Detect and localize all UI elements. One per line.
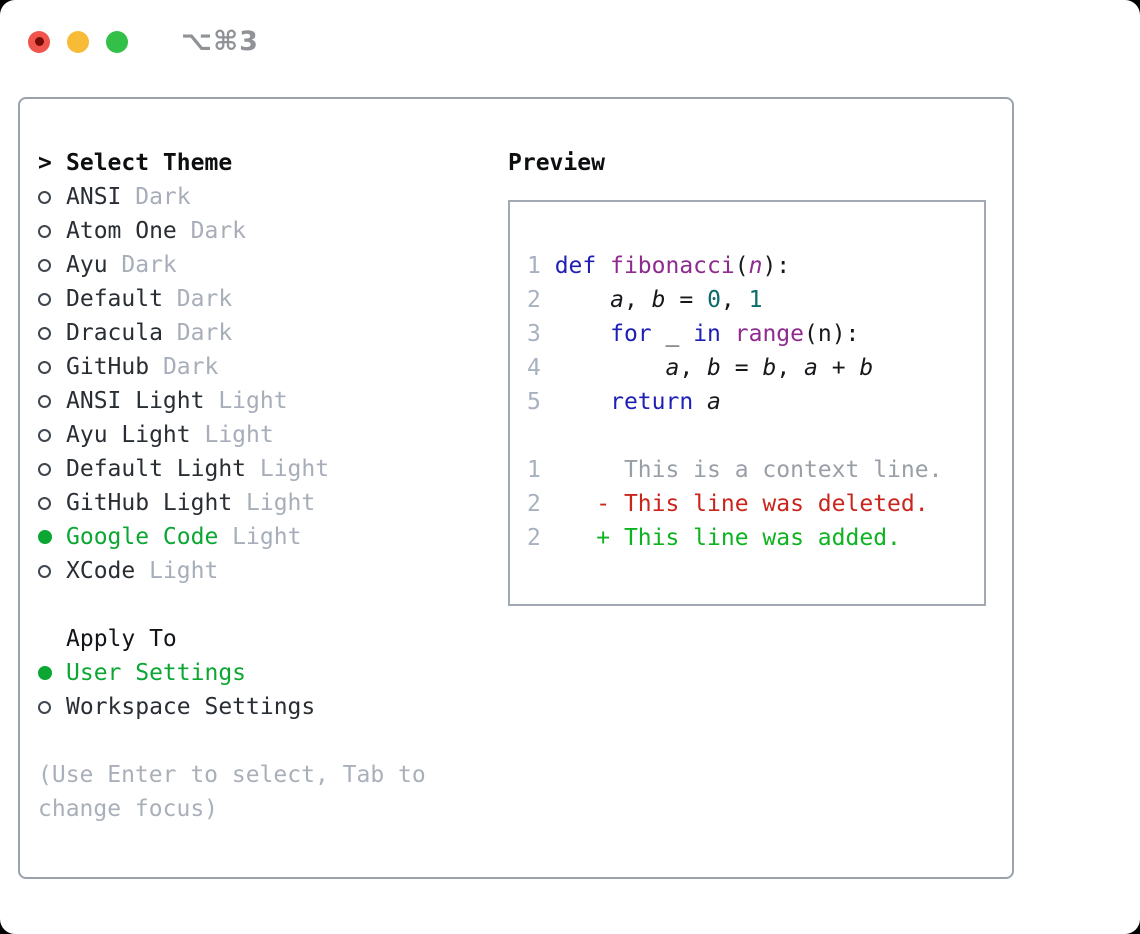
option-label: GitHub — [66, 354, 150, 380]
radio-icon — [38, 700, 51, 714]
theme-option[interactable]: GitHub Dark — [38, 350, 508, 384]
option-variant-label: Dark — [176, 218, 247, 244]
radio-icon — [38, 428, 51, 442]
line-number: 1 — [527, 253, 555, 279]
option-label: ANSI — [66, 184, 122, 210]
line-number: 3 — [527, 321, 555, 347]
selected-radio-icon — [38, 530, 52, 544]
option-label: Ayu — [66, 252, 108, 278]
theme-option[interactable]: Google Code Light — [38, 520, 508, 554]
minimize-button[interactable] — [67, 30, 89, 53]
close-dot-icon — [34, 37, 44, 46]
radio-icon — [38, 462, 51, 476]
option-variant-label: Light — [232, 490, 316, 516]
radio-icon — [38, 326, 51, 340]
line-number: 1 — [527, 457, 555, 483]
preview-code-line — [527, 419, 974, 453]
option-label: Dracula — [66, 320, 163, 346]
select-theme-header: > Select Theme — [38, 146, 508, 180]
option-variant-label: Dark — [149, 354, 219, 380]
window-title: ⌥⌘3 — [181, 26, 259, 57]
theme-option[interactable]: XCode Light — [38, 554, 508, 588]
line-number: 2 — [527, 491, 555, 517]
theme-option[interactable]: Default Dark — [38, 282, 508, 316]
option-variant-label: Light — [246, 456, 330, 482]
theme-option[interactable]: ANSI Dark — [38, 180, 508, 214]
line-number: 2 — [527, 525, 555, 551]
theme-option[interactable]: Atom One Dark — [38, 214, 508, 248]
preview-title: Preview — [508, 150, 605, 176]
theme-option[interactable]: ANSI Light Light — [38, 384, 508, 418]
preview-code-line: 5 return a — [527, 389, 721, 415]
preview-pane: 1 def fibonacci(n): 2 a, b = 0, 1 3 for _ … — [508, 200, 986, 606]
selected-radio-icon — [38, 666, 52, 680]
option-label: ANSI Light — [66, 388, 205, 414]
option-variant-label: Dark — [162, 286, 233, 312]
cursor-chevron-icon: > — [38, 150, 52, 176]
preview-code-line: 1 This is a context line. — [527, 457, 943, 483]
line-number: 2 — [527, 287, 555, 313]
option-label: XCode — [66, 558, 136, 584]
apply-to-header: Apply To — [38, 622, 508, 656]
preview-code-line: 2 - This line was deleted. — [527, 491, 929, 517]
option-label: Ayu Light — [66, 422, 191, 448]
line-number: 5 — [527, 389, 555, 415]
radio-icon — [38, 190, 51, 204]
option-label: Default — [66, 286, 163, 312]
radio-icon — [38, 496, 51, 510]
radio-icon — [38, 224, 51, 238]
title-bar: ⌥⌘3 — [28, 26, 259, 57]
option-label: Atom One — [66, 218, 177, 244]
radio-icon — [38, 394, 51, 408]
option-variant-label: Dark — [107, 252, 177, 278]
option-variant-label: Light — [204, 388, 288, 414]
option-variant-label: Dark — [121, 184, 191, 210]
spacer — [38, 724, 508, 758]
maximize-button[interactable] — [106, 30, 128, 53]
preview-code-line: 3 for _ in range(n): — [527, 321, 860, 347]
apply-option[interactable]: User Settings — [38, 656, 508, 690]
option-label: GitHub Light — [66, 490, 233, 516]
option-label: Workspace Settings — [66, 694, 316, 720]
theme-option[interactable]: GitHub Light Light — [38, 486, 508, 520]
close-button[interactable] — [28, 30, 50, 53]
radio-icon — [38, 564, 51, 578]
option-label: User Settings — [66, 660, 247, 686]
theme-option[interactable]: Default Light Light — [38, 452, 508, 486]
option-variant-label: Dark — [162, 320, 233, 346]
preview-code-line: 2 + This line was added. — [527, 525, 901, 551]
option-label: Google Code — [66, 524, 219, 550]
preview-code-line: 4 a, b = b, a + b — [527, 355, 874, 381]
option-variant-label: Light — [218, 524, 302, 550]
radio-icon — [38, 360, 51, 374]
radio-icon — [38, 258, 51, 272]
radio-icon — [38, 292, 51, 306]
line-number — [527, 423, 555, 449]
option-variant-label: Light — [135, 558, 219, 584]
apply-to-title: Apply To — [66, 626, 177, 652]
option-variant-label: Light — [190, 422, 274, 448]
preview-code-line: 2 a, b = 0, 1 — [527, 287, 763, 313]
help-text: (Use Enter to select, Tab to change focu… — [38, 762, 426, 822]
theme-option[interactable]: Ayu Dark — [38, 248, 508, 282]
preview-column: Preview 1 def fibonacci(n): 2 a, b = 0, 1… — [508, 146, 994, 877]
line-number: 4 — [527, 355, 555, 381]
theme-option[interactable]: Dracula Dark — [38, 316, 508, 350]
apply-option[interactable]: Workspace Settings — [38, 690, 508, 724]
spacer — [38, 588, 508, 622]
option-label: Default Light — [66, 456, 247, 482]
select-theme-title: Select Theme — [66, 150, 233, 176]
preview-code-line: 1 def fibonacci(n): — [527, 253, 791, 279]
theme-option[interactable]: Ayu Light Light — [38, 418, 508, 452]
